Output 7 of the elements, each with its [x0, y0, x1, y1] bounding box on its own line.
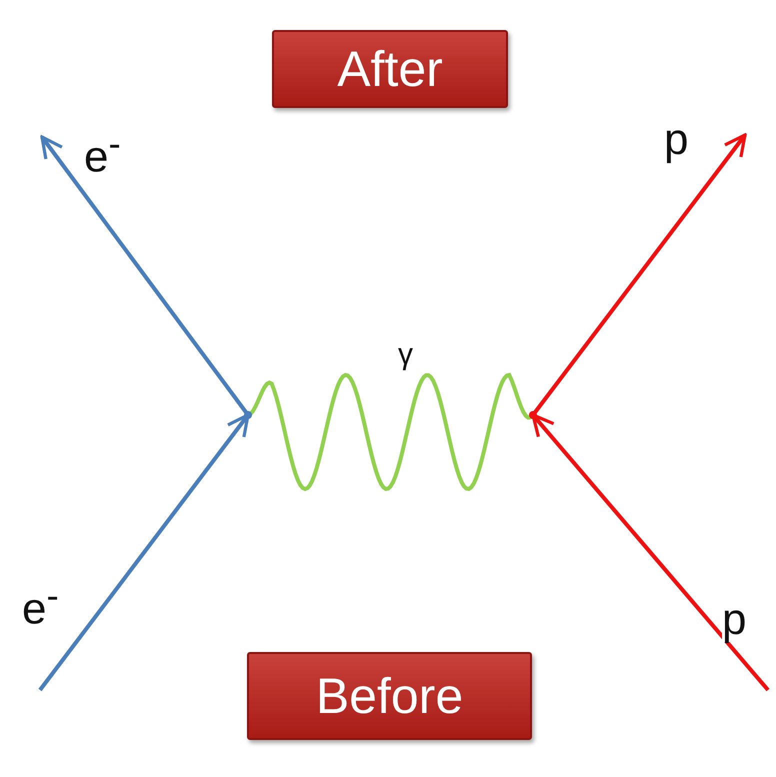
vertex-point	[529, 411, 537, 419]
box-label: Before	[316, 667, 464, 725]
arrow	[531, 413, 770, 692]
label-box	[272, 30, 508, 108]
label-box	[247, 652, 532, 740]
box-label: After	[337, 40, 443, 98]
arrow	[38, 413, 250, 692]
